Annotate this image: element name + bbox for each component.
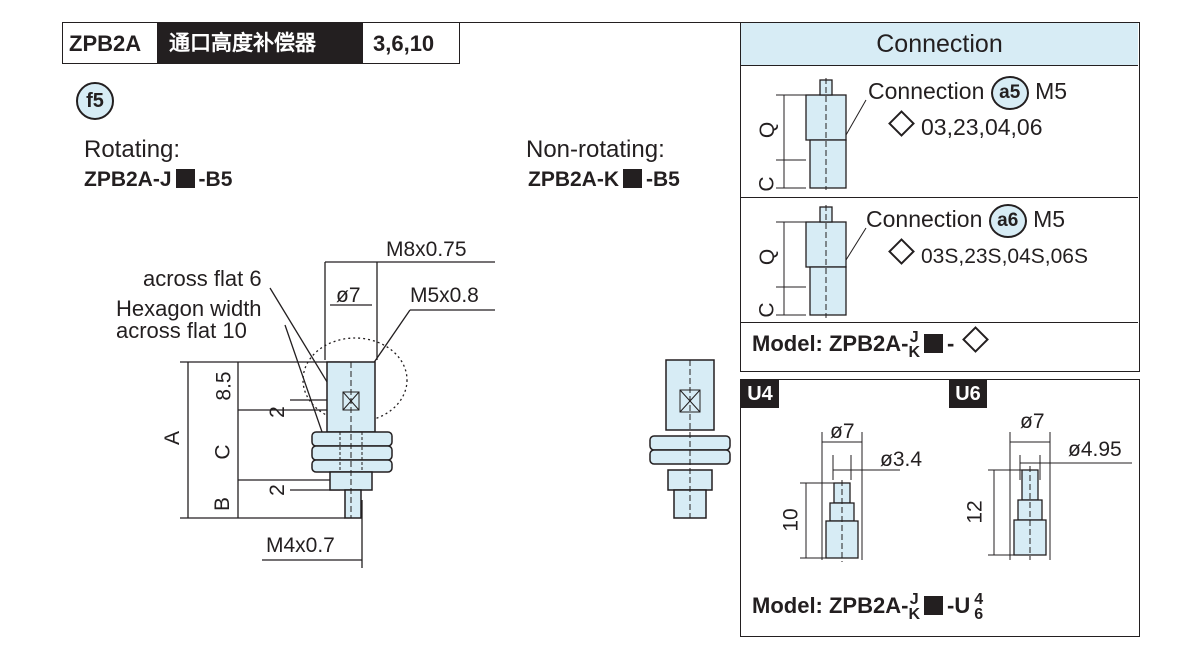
connection-divider-2 (741, 322, 1138, 323)
non-rotating-code: ZPB2A-K -B5 (528, 168, 680, 192)
label-hex-width-2: across flat 10 (116, 318, 247, 343)
connection-a6-options: 03S,23S,04S,06S (888, 238, 1088, 269)
tag-a6: a6 (988, 204, 1027, 238)
placeholder-square (175, 169, 195, 188)
connection-panel-title: Connection (741, 23, 1138, 66)
placeholder-square (924, 334, 944, 353)
non-rotating-title: Non-rotating: (526, 136, 665, 163)
connection-a6-thread: M5 (1033, 206, 1066, 233)
rotating-title: Rotating: (84, 136, 181, 163)
u6-phi-outer: ø7 (1020, 410, 1045, 433)
model-k: K (908, 606, 921, 623)
model-6: 6 (974, 606, 984, 623)
dim-phi7: ø7 (336, 284, 361, 307)
header-sizes: 3,6,10 (362, 22, 460, 64)
u-model-u: -U (947, 592, 971, 618)
tag-u6: U6 (949, 380, 987, 408)
dim-m5: M5x0.8 (410, 284, 479, 307)
badge-f5: f5 (76, 82, 114, 120)
dim-m8: M8x0.75 (386, 238, 467, 261)
connection-a5-text: Connection (868, 78, 985, 105)
model-j: J (909, 329, 919, 347)
label-hex-width: Hexagon width (116, 296, 262, 321)
placeholder-square (924, 595, 944, 615)
u6-phi-inner: ø4.95 (1068, 438, 1122, 461)
u4-phi-outer: ø7 (830, 420, 855, 443)
rotating-code-prefix: ZPB2A-J (84, 168, 172, 191)
connection-a5-options-text: 03,23,04,06 (921, 114, 1043, 140)
non-rotating-code-prefix: ZPB2A-K (528, 168, 620, 191)
non-rotating-code-suffix: -B5 (646, 168, 680, 191)
u-model-prefix: Model: ZPB2A- (752, 592, 909, 618)
u4-phi-inner: ø3.4 (880, 448, 923, 471)
model-4: 4 (974, 591, 984, 608)
connection-model-prefix: Model: ZPB2A- (752, 331, 909, 356)
u6-height: 12 (963, 500, 987, 524)
header-rule (460, 22, 740, 23)
connection-a5-thread: M5 (1035, 78, 1068, 105)
model-j: J (909, 591, 919, 608)
connection-a6-options-text: 03S,23S,04S,06S (921, 245, 1088, 268)
label-across-flat6: across flat 6 (143, 266, 262, 291)
model-k: K (908, 344, 921, 362)
connection-divider (741, 197, 1138, 198)
connection-a5-line: Connection a5 M5 (868, 76, 1067, 110)
placeholder-square (623, 169, 643, 188)
header-model: ZPB2A (62, 22, 157, 64)
connection-a6-line: Connection a6 M5 (866, 204, 1065, 238)
dim-m4: M4x0.7 (266, 534, 335, 557)
connection-a6-text: Connection (866, 206, 983, 233)
tag-u4: U4 (741, 380, 779, 408)
tag-a5: a5 (990, 76, 1029, 110)
rotating-code-suffix: -B5 (198, 168, 233, 191)
header-product-name: 通口高度补偿器 (157, 22, 362, 64)
connection-panel (740, 22, 1140, 372)
connection-a5-options: 03,23,04,06 (888, 110, 1043, 141)
u-panel (740, 379, 1140, 637)
u4-height: 10 (779, 508, 803, 532)
rotating-code: ZPB2A-J -B5 (84, 168, 232, 192)
connection-model-dash: - (947, 331, 955, 356)
